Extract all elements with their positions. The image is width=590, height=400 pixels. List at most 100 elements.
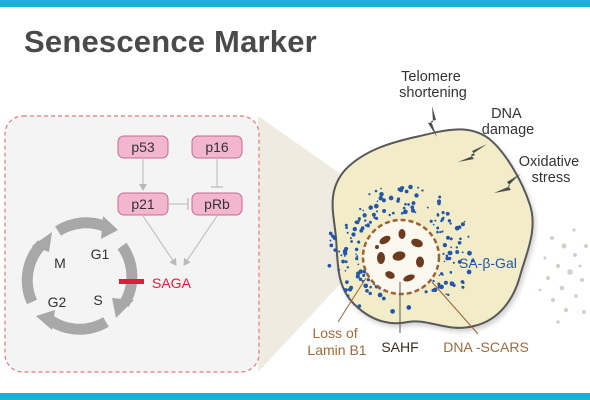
sa-beta-gal-granule bbox=[417, 186, 420, 189]
sa-beta-gal-granule bbox=[466, 269, 472, 275]
sa-beta-gal-granule bbox=[368, 205, 373, 210]
sa-beta-gal-granule bbox=[461, 251, 464, 254]
sa-beta-gal-granule bbox=[445, 254, 449, 258]
sa-beta-gal-granule bbox=[362, 213, 367, 218]
sa-beta-gal-granule bbox=[436, 213, 440, 217]
pathway-panel bbox=[4, 115, 260, 373]
sa-beta-gal-granule bbox=[362, 273, 366, 277]
sa-beta-gal-granule bbox=[381, 296, 386, 301]
inhibition-bar-icon bbox=[211, 159, 223, 188]
sa-beta-gal-granule bbox=[396, 197, 401, 201]
sa-beta-gal-granule bbox=[455, 250, 460, 254]
cell-cycle-arrow-icon bbox=[21, 240, 47, 305]
sa-beta-gal-granule bbox=[354, 247, 359, 252]
gene-label-prb: pRb bbox=[204, 196, 230, 212]
stressor-label-dna: DNA damage bbox=[482, 106, 534, 138]
sa-beta-gal-granule bbox=[358, 219, 361, 222]
sa-beta-gal-granule bbox=[470, 259, 475, 263]
saga-block-marker bbox=[119, 279, 144, 284]
stressor-label-oxidative: Oxidative stress bbox=[519, 154, 583, 186]
sa-beta-gal-granule bbox=[355, 274, 360, 279]
sa-beta-gal-granule bbox=[438, 274, 441, 277]
sa-beta-gal-granule bbox=[360, 226, 365, 231]
sa-beta-gal-granule bbox=[436, 230, 439, 234]
gene-box-p53: p53 bbox=[117, 135, 169, 159]
sa-beta-gal-granule bbox=[359, 207, 362, 211]
sa-beta-gal-granule bbox=[338, 250, 341, 253]
sa-beta-gal-granule bbox=[344, 223, 348, 227]
page-title: Senescence Marker bbox=[24, 24, 317, 59]
sa-beta-gal-granule bbox=[467, 250, 472, 256]
gene-label-p16: p16 bbox=[205, 139, 229, 155]
sa-beta-gal-granule bbox=[399, 186, 404, 191]
sa-beta-gal-granule bbox=[355, 257, 359, 261]
sa-beta-gal-granule bbox=[364, 224, 368, 227]
sa-beta-gal-granule bbox=[343, 288, 348, 293]
sa-beta-gal-granule bbox=[349, 237, 352, 240]
sa-beta-gal-granule bbox=[357, 304, 362, 308]
sa-beta-gal-granule bbox=[373, 203, 379, 209]
inhibition-p21-to-prb bbox=[169, 198, 189, 210]
sa-beta-gal-granule bbox=[449, 281, 455, 287]
sa-beta-gal-granule bbox=[432, 223, 435, 226]
sa-beta-gal-granule bbox=[436, 199, 442, 204]
gene-label-p21: p21 bbox=[131, 196, 155, 212]
sa-beta-gal-granule bbox=[436, 226, 440, 230]
stressor-dna-line-2: damage bbox=[482, 122, 534, 138]
sa-beta-gal-granule bbox=[404, 202, 407, 206]
sa-beta-gal-granule bbox=[329, 243, 334, 248]
sa-beta-gal-granule bbox=[368, 193, 371, 196]
marker-label-sahf: SAHF bbox=[381, 339, 418, 355]
sa-beta-gal-granule bbox=[443, 280, 448, 285]
arrow-p21-to-saga bbox=[142, 215, 177, 266]
sa-beta-gal-granule bbox=[346, 231, 349, 234]
sa-beta-gal-granule bbox=[467, 235, 470, 238]
sa-beta-gal-granule bbox=[460, 222, 465, 227]
sa-beta-gal-granule bbox=[362, 209, 365, 212]
stressor-oxidative-line-2: stress bbox=[532, 170, 571, 186]
cell-cycle-ring bbox=[21, 216, 138, 335]
sa-beta-gal-granule bbox=[447, 219, 452, 223]
sa-beta-gal-granule bbox=[457, 259, 462, 264]
sa-beta-gal-granule bbox=[447, 293, 450, 297]
cell-cycle-arrowhead-icon bbox=[101, 216, 118, 239]
sa-beta-gal-granule bbox=[441, 273, 444, 276]
stressor-oxidative-line-1: Oxidative bbox=[519, 154, 579, 170]
sa-beta-gal-granule bbox=[457, 240, 462, 245]
sa-beta-gal-granule bbox=[363, 283, 369, 289]
sa-beta-gal-granule bbox=[378, 196, 383, 201]
marker-lamin-line-2: Lamin B1 bbox=[307, 342, 366, 358]
sa-beta-gal-granule bbox=[463, 220, 466, 223]
sa-beta-gal-granule bbox=[355, 253, 357, 255]
sa-beta-gal-granule bbox=[382, 209, 387, 213]
sa-beta-gal-granule bbox=[366, 223, 370, 228]
top-accent-bar bbox=[0, 0, 590, 7]
sahf-foci bbox=[375, 229, 424, 282]
sa-beta-gal-granule bbox=[331, 234, 335, 238]
sa-beta-gal-granule bbox=[388, 213, 391, 217]
sa-beta-gal-granule bbox=[426, 206, 429, 209]
lightning-bolt-icon bbox=[458, 144, 487, 162]
sa-beta-gal-granule bbox=[402, 206, 406, 210]
sa-beta-gal-granule bbox=[446, 235, 450, 240]
sa-beta-gal-granule bbox=[328, 231, 333, 236]
sa-beta-gal-granule bbox=[368, 291, 372, 296]
sa-beta-gal-granule bbox=[400, 211, 404, 215]
sa-beta-gal-granule bbox=[450, 271, 453, 274]
sa-beta-gal-granule bbox=[450, 246, 452, 249]
sa-beta-gal-granule bbox=[375, 210, 379, 213]
sa-beta-gal-granule bbox=[356, 271, 361, 276]
stressor-telomere-line-1: Telomere bbox=[401, 69, 461, 85]
sa-beta-gal-granule bbox=[403, 209, 408, 215]
bottom-accent-bar bbox=[0, 393, 590, 400]
sa-beta-gal-granule bbox=[346, 294, 350, 298]
cell-cycle-arrowhead-icon bbox=[32, 232, 52, 252]
sa-beta-gal-granule bbox=[366, 278, 370, 282]
gene-label-p53: p53 bbox=[131, 139, 155, 155]
sa-beta-gal-granule bbox=[379, 191, 384, 197]
gene-box-p16: p16 bbox=[191, 135, 243, 159]
sa-beta-gal-granule bbox=[429, 219, 433, 223]
sa-beta-gal-granule bbox=[369, 285, 372, 289]
sa-beta-gal-granule bbox=[445, 293, 448, 295]
sa-beta-gal-granule bbox=[440, 219, 443, 223]
